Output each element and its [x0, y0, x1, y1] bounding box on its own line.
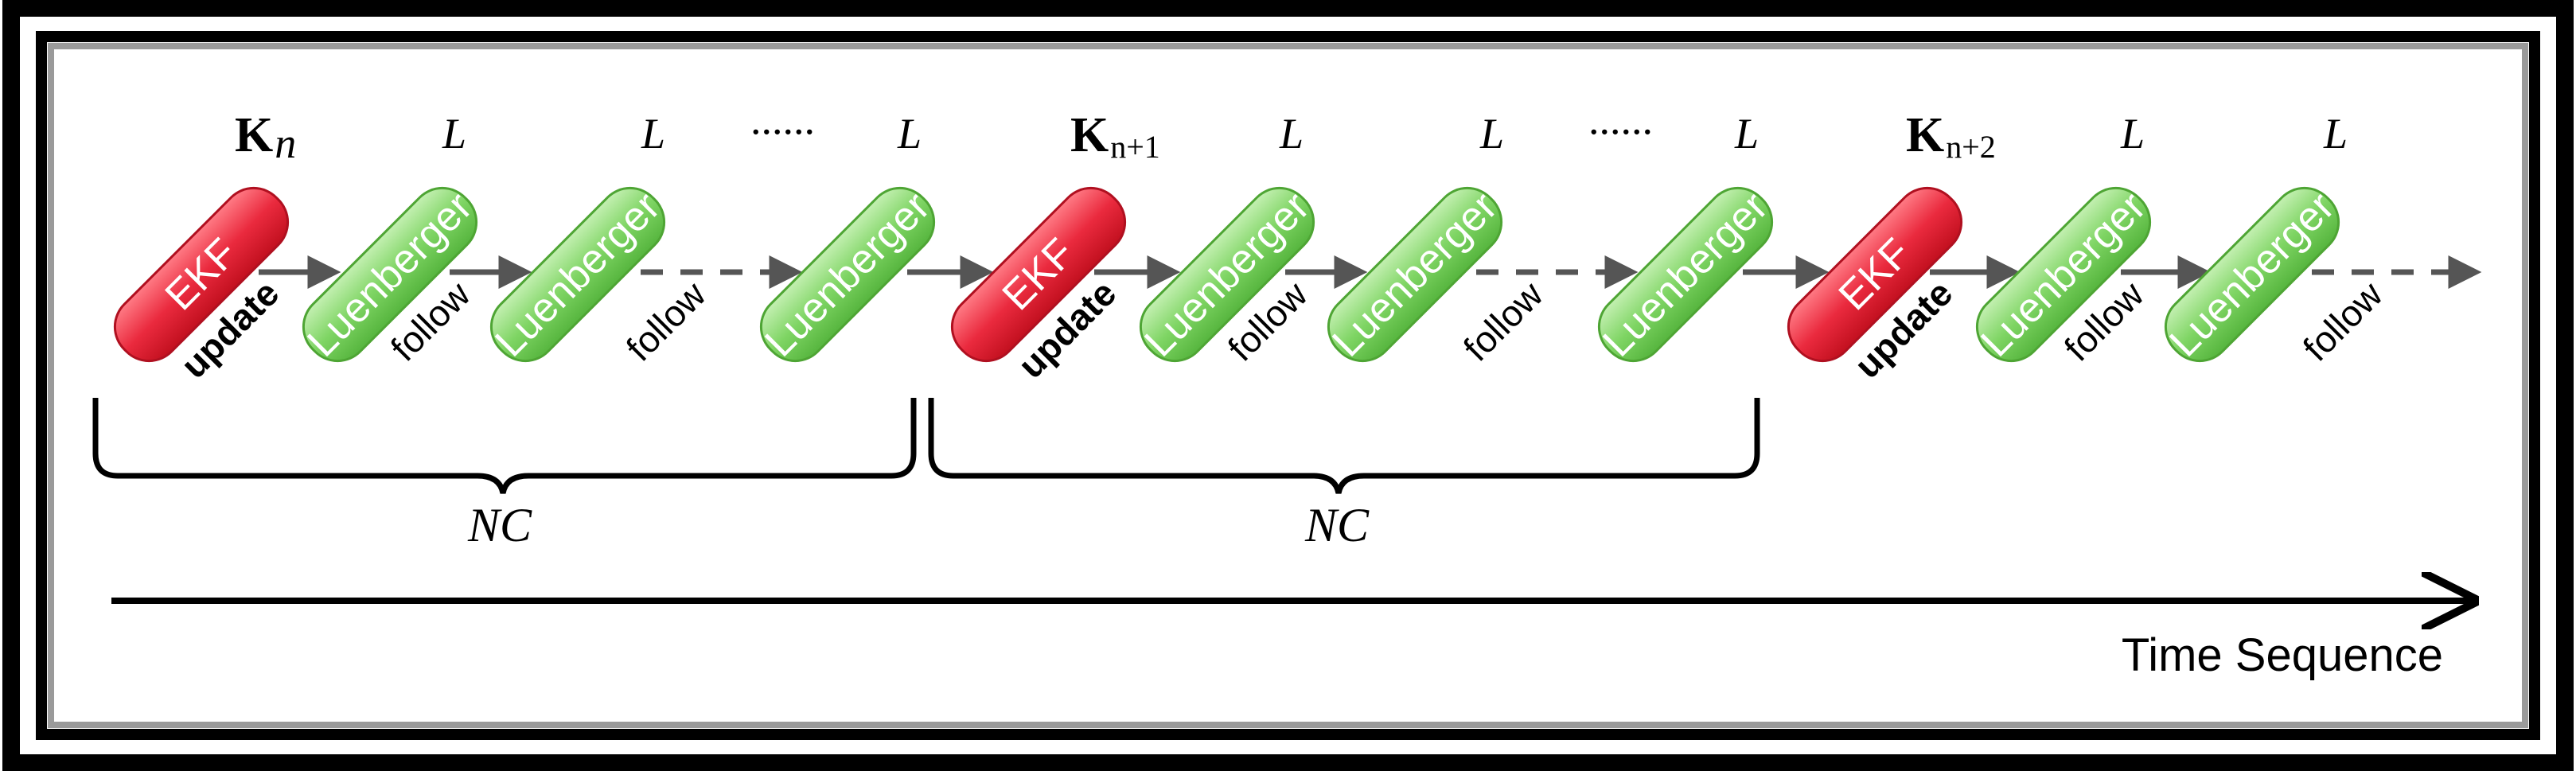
- gain-label-kn1: Kn+1: [1070, 108, 1160, 165]
- l-label: L: [2323, 110, 2348, 158]
- l-label: L: [1734, 110, 1759, 158]
- time-sequence-label: Time Sequence: [2122, 629, 2443, 681]
- l-label: L: [1279, 110, 1304, 158]
- ellipsis: ......: [1588, 95, 1653, 143]
- frame-border-shadow: [48, 43, 2528, 728]
- nc-label: NC: [467, 499, 532, 551]
- l-label: L: [2120, 110, 2145, 158]
- ellipsis: ......: [750, 95, 815, 143]
- l-label: L: [442, 110, 466, 158]
- frame-border-inner: [36, 31, 2540, 740]
- nc-label: NC: [1304, 499, 1370, 551]
- curly-brace-icon: [928, 398, 1760, 494]
- l-label: L: [1479, 110, 1504, 158]
- gain-label-kn: Kn: [235, 108, 296, 167]
- l-label: L: [897, 110, 922, 158]
- gain-label-kn2: Kn+2: [1906, 108, 1996, 165]
- l-label: L: [641, 110, 665, 158]
- curly-brace-icon: [92, 398, 917, 494]
